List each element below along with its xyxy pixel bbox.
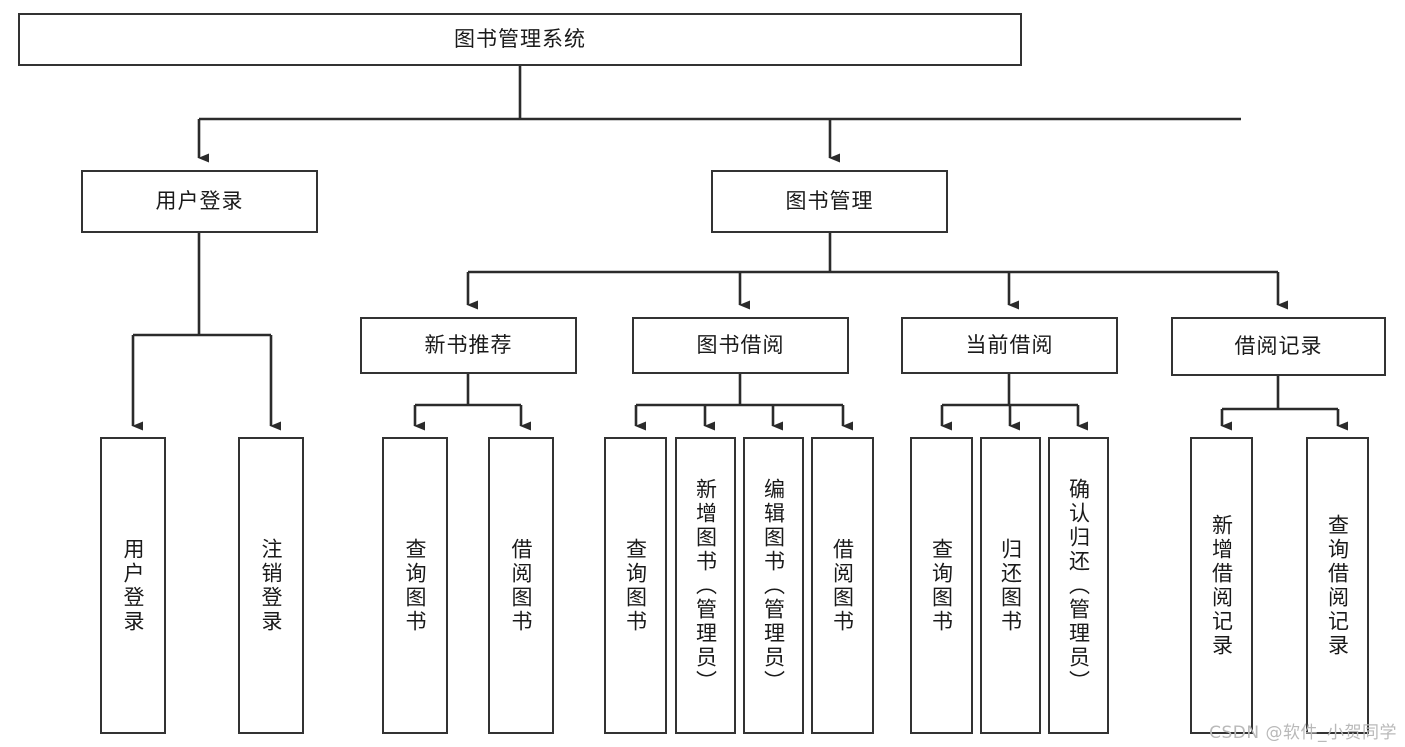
node-book-borrow[interactable]: 图书借阅 [632,317,849,374]
node-leaf-add-record-label: 新增借阅记录 [1209,513,1234,658]
node-leaf-logout-label: 注销登录 [259,537,283,634]
node-leaf-query-book-a-label: 查询图书 [403,537,427,634]
node-leaf-edit-book-label: 编辑图书（管理员） [761,477,786,694]
node-book-borrow-label: 图书借阅 [696,332,785,357]
node-leaf-edit-book[interactable]: 编辑图书（管理员） [743,437,804,734]
node-leaf-borrow-book-b-label: 借阅图书 [830,537,855,634]
node-borrow-record-label: 借阅记录 [1234,333,1323,358]
node-leaf-add-book[interactable]: 新增图书（管理员） [675,437,736,734]
node-leaf-return-book-label: 归还图书 [998,537,1023,634]
node-leaf-query-book-b-label: 查询图书 [623,537,648,634]
node-leaf-confirm-return[interactable]: 确认归还（管理员） [1048,437,1109,734]
node-leaf-confirm-return-label: 确认归还（管理员） [1066,477,1091,694]
node-user-login-label: 用户登录 [155,188,244,213]
watermark: CSDN @软件_小贺同学 [1209,723,1397,743]
node-borrow-record[interactable]: 借阅记录 [1171,317,1386,376]
node-leaf-query-record[interactable]: 查询借阅记录 [1306,437,1369,734]
node-current-borrow[interactable]: 当前借阅 [901,317,1118,374]
node-book-manage-label: 图书管理 [785,188,874,213]
node-leaf-return-book[interactable]: 归还图书 [980,437,1041,734]
node-new-book-rec[interactable]: 新书推荐 [360,317,577,374]
node-leaf-query-book-b[interactable]: 查询图书 [604,437,667,734]
node-leaf-add-book-label: 新增图书（管理员） [693,477,718,694]
node-leaf-borrow-book-b[interactable]: 借阅图书 [811,437,874,734]
node-root-label: 图书管理系统 [454,26,586,51]
node-book-manage[interactable]: 图书管理 [711,170,948,233]
node-new-book-rec-label: 新书推荐 [424,332,513,357]
node-current-borrow-label: 当前借阅 [965,332,1054,357]
node-root[interactable]: 图书管理系统 [18,13,1022,66]
node-leaf-query-book-a[interactable]: 查询图书 [382,437,448,734]
node-leaf-user-login[interactable]: 用户登录 [100,437,166,734]
node-leaf-query-book-c[interactable]: 查询图书 [910,437,973,734]
node-leaf-add-record[interactable]: 新增借阅记录 [1190,437,1253,734]
node-leaf-logout[interactable]: 注销登录 [238,437,304,734]
node-leaf-borrow-book-a-label: 借阅图书 [509,537,533,634]
node-leaf-query-record-label: 查询借阅记录 [1325,513,1350,658]
node-leaf-query-book-c-label: 查询图书 [929,537,954,634]
node-leaf-borrow-book-a[interactable]: 借阅图书 [488,437,554,734]
node-user-login[interactable]: 用户登录 [81,170,318,233]
node-leaf-user-login-label: 用户登录 [121,537,145,634]
